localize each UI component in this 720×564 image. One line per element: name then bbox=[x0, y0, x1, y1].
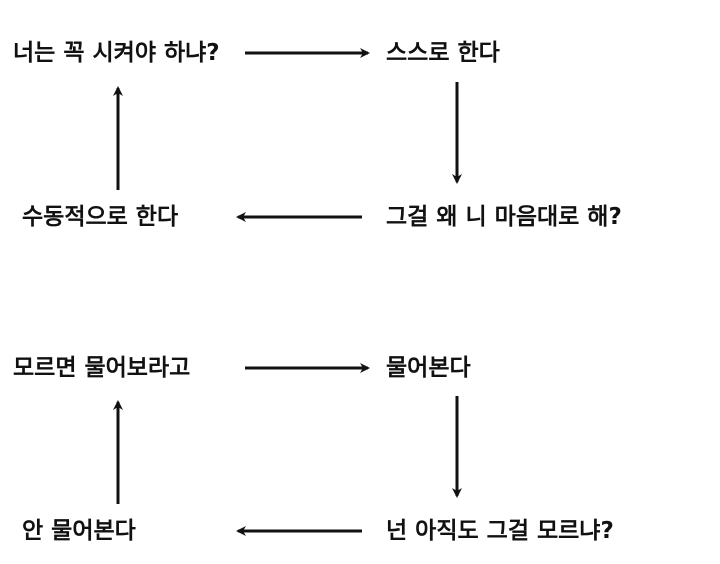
node-does-by-self: 스스로 한다 bbox=[386, 40, 500, 66]
node-asks: 물어본다 bbox=[386, 355, 471, 381]
node-doesnt-ask: 안 물어본다 bbox=[22, 518, 136, 544]
node-why-do-as-you-please: 그걸 왜 니 마음대로 해? bbox=[386, 204, 622, 230]
node-you-still-dont-know: 넌 아직도 그걸 모르냐? bbox=[386, 518, 614, 544]
node-ask-if-you-dont-know: 모르면 물어보라고 bbox=[13, 355, 191, 381]
node-does-passively: 수동적으로 한다 bbox=[22, 204, 179, 230]
node-must-be-told: 너는 꼭 시켜야 하냐? bbox=[13, 40, 220, 66]
